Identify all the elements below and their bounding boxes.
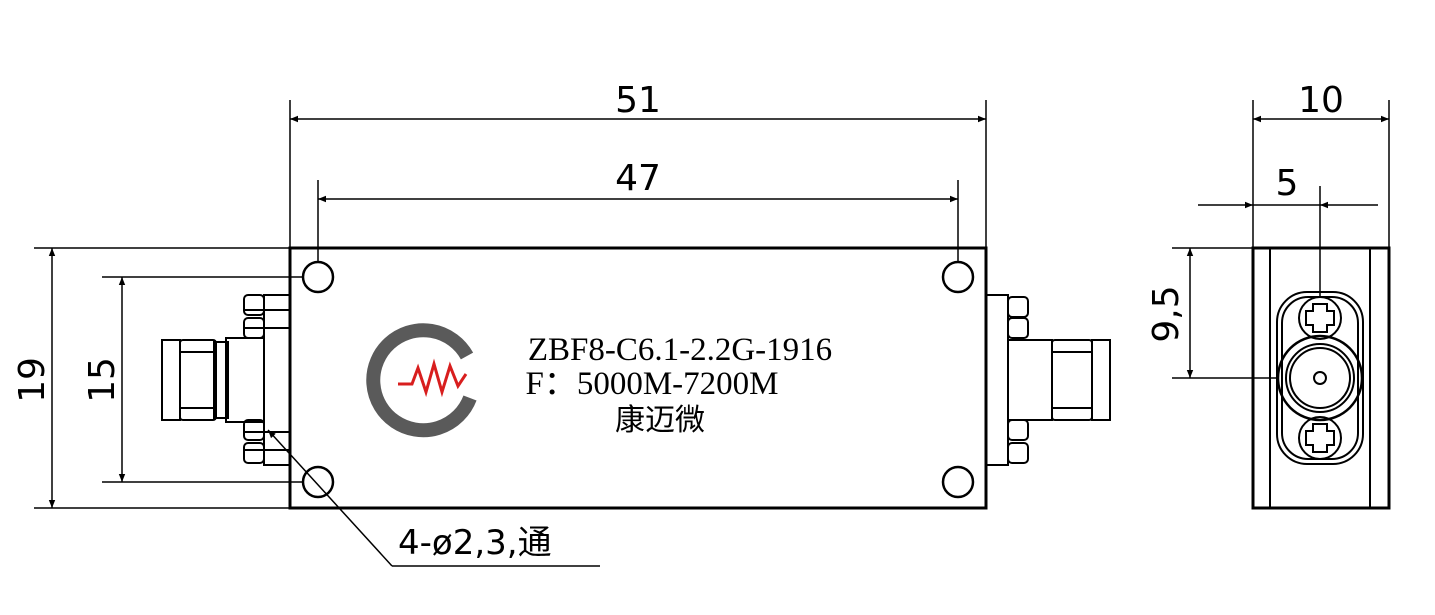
model-number: ZBF8-C6.1-2.2G-1916: [528, 332, 832, 368]
hole-callout-text: 4-ø2,3,通: [398, 523, 552, 563]
mounting-hole-bottom-right: [941, 465, 975, 499]
left-sma-connector-icon: [161, 294, 291, 466]
top-phillips-screw-icon: [1298, 296, 1342, 340]
dim-51-label: 51: [615, 80, 661, 121]
dim-5-label: 5: [1276, 163, 1299, 204]
frequency-range: F：5000M-7200M: [525, 366, 778, 402]
dim-15-label: 15: [82, 357, 123, 403]
dim-47-label: 47: [615, 158, 661, 199]
hole-callout-leader: [267, 429, 393, 567]
bottom-phillips-screw-icon: [1298, 416, 1342, 460]
dim-19-label: 19: [12, 357, 53, 403]
dim-9-5-label: 9,5: [1146, 285, 1187, 342]
right-sma-connector-icon: [985, 294, 1111, 466]
brand-name: 康迈微: [615, 403, 705, 438]
company-logo-icon: [366, 323, 477, 438]
mounting-hole-bottom-left: [301, 465, 335, 499]
mounting-hole-top-right: [941, 260, 975, 294]
side-sma-connector-icon: [1276, 334, 1364, 422]
dim-10-label: 10: [1298, 80, 1344, 121]
mounting-hole-top-left: [301, 260, 335, 294]
